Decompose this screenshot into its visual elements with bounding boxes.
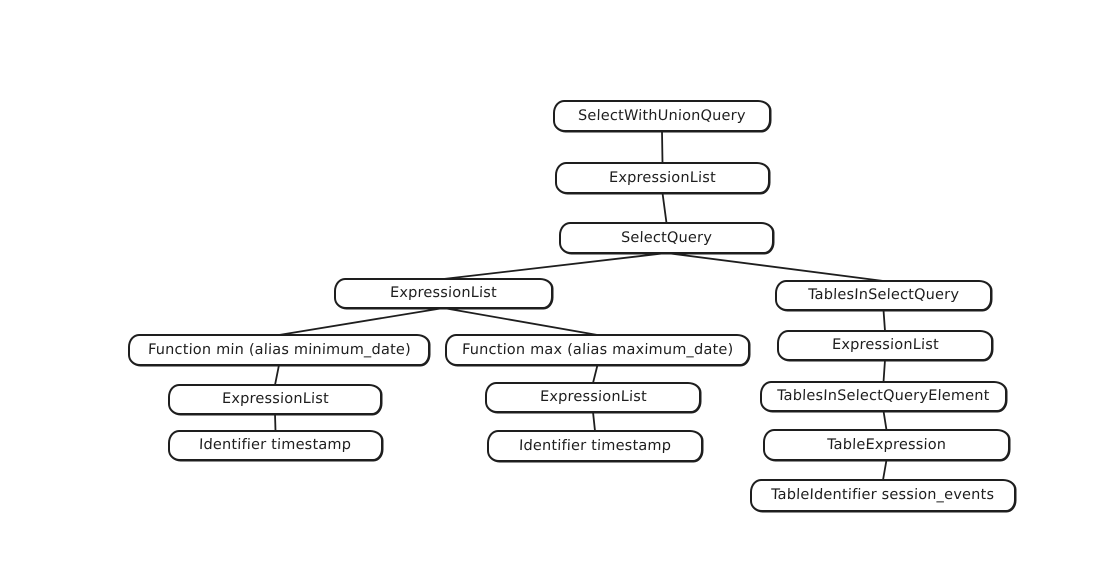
- node-table-expression: TableExpression: [763, 429, 1010, 461]
- node-function-min: Function min (alias minimum_date): [128, 334, 430, 366]
- node-identifier-timestamp-min: Identifier timestamp: [168, 430, 383, 461]
- node-tables-in-select-query: TablesInSelectQuery: [775, 280, 992, 311]
- edge-expression-list-select--function-min: [278, 307, 445, 336]
- node-expression-list-max: ExpressionList: [485, 382, 701, 413]
- node-select-with-union-query: SelectWithUnionQuery: [553, 100, 771, 132]
- node-select-query: SelectQuery: [559, 222, 774, 254]
- node-label: TableIdentifier session_events: [771, 487, 995, 504]
- node-expression-list-top: ExpressionList: [555, 162, 770, 194]
- node-label: SelectQuery: [620, 229, 713, 246]
- node-label: TablesInSelectQuery: [807, 287, 960, 304]
- edge-tables-in-select-query-element--table-expression: [882, 410, 888, 431]
- edge-expression-list-min--identifier-timestamp-min: [274, 413, 277, 432]
- edge-table-expression--table-identifier: [882, 459, 888, 481]
- node-label: Function max (alias maximum_date): [461, 341, 734, 358]
- node-label: ExpressionList: [539, 389, 647, 406]
- edge-expression-list-select--function-max: [442, 307, 599, 336]
- node-expression-list-min: ExpressionList: [168, 384, 382, 415]
- node-function-max: Function max (alias maximum_date): [445, 334, 750, 366]
- edge-function-min--expression-list-min: [274, 364, 280, 386]
- node-tables-in-select-query-element: TablesInSelectQueryElement: [760, 381, 1007, 412]
- node-label: TablesInSelectQueryElement: [776, 388, 991, 405]
- edge-select-with-union-query--expression-list-top: [661, 130, 664, 164]
- node-table-identifier: TableIdentifier session_events: [750, 479, 1016, 512]
- edge-expression-list-max--identifier-timestamp-max: [592, 411, 596, 432]
- node-label: SelectWithUnionQuery: [577, 107, 747, 124]
- node-label: Identifier timestamp: [518, 437, 672, 454]
- node-label: Function min (alias minimum_date): [147, 341, 411, 358]
- edge-tables-in-select-query--expression-list-tables: [882, 309, 886, 332]
- edge-expression-list-top--select-query: [661, 192, 668, 224]
- node-label: ExpressionList: [608, 169, 717, 186]
- node-label: ExpressionList: [831, 337, 939, 354]
- node-identifier-timestamp-max: Identifier timestamp: [487, 430, 703, 462]
- node-label: ExpressionList: [221, 391, 329, 408]
- node-label: TableExpression: [826, 436, 947, 453]
- node-expression-list-select: ExpressionList: [334, 278, 553, 309]
- edge-select-query--tables-in-select-query: [665, 252, 885, 282]
- node-expression-list-tables: ExpressionList: [777, 330, 993, 361]
- node-label: ExpressionList: [389, 285, 498, 302]
- edge-expression-list-tables--tables-in-select-query-element: [882, 359, 886, 383]
- edge-function-max--expression-list-max: [592, 364, 599, 384]
- node-label: Identifier timestamp: [199, 437, 352, 454]
- edge-select-query--expression-list-select: [442, 252, 668, 280]
